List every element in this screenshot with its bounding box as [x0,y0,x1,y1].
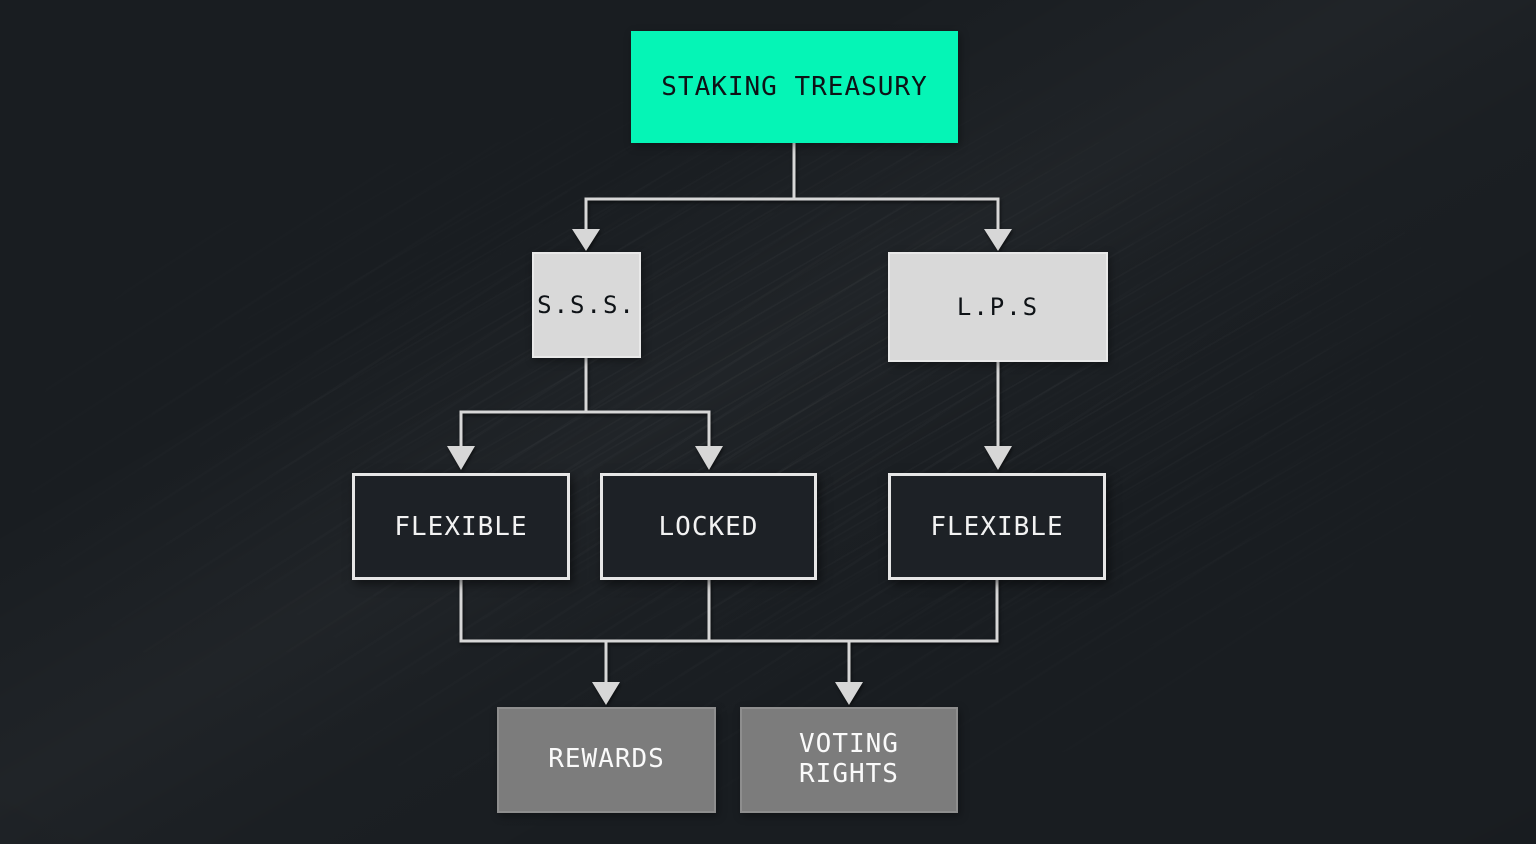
arrowhead-to-rewards [592,682,620,705]
node-staking-treasury: STAKING TREASURY [631,31,958,143]
node-flexible-lps: FLEXIBLE [888,473,1106,580]
node-flexible-sss: FLEXIBLE [352,473,570,580]
node-rewards-label: REWARDS [548,744,665,775]
node-locked-sss-label: LOCKED [658,511,759,542]
arrowhead-to-flexible-lps [984,446,1012,470]
node-lps-label: L.P.S [956,293,1040,321]
node-locked-sss: LOCKED [600,473,817,580]
node-sss-label: S.S.S. [537,291,636,319]
node-flexible-sss-label: FLEXIBLE [394,511,528,542]
arrowhead-to-lps [984,229,1012,251]
arrowhead-to-flexible-sss [447,446,475,470]
node-voting-rights: VOTING RIGHTS [740,707,958,813]
node-rewards: REWARDS [497,707,716,813]
node-lps: L.P.S [888,252,1108,362]
node-staking-treasury-label: STAKING TREASURY [661,72,928,102]
arrowhead-to-voting-rights [835,682,863,705]
arrowhead-to-locked-sss [695,446,723,470]
node-voting-rights-label: VOTING RIGHTS [799,729,899,789]
node-flexible-lps-label: FLEXIBLE [930,511,1064,542]
arrowhead-to-sss [572,229,600,251]
node-sss: S.S.S. [532,252,641,358]
